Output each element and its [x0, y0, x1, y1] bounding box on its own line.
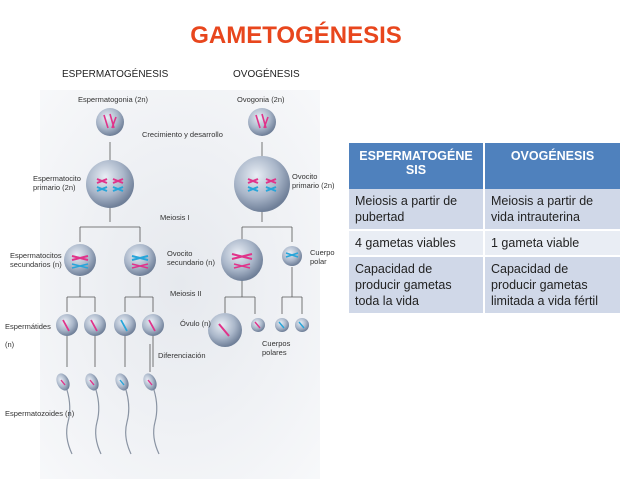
header-ovogenesis: OVOGÉNESIS [233, 69, 300, 80]
table-row: Meiosis a partir de pubertad Meiosis a p… [349, 189, 622, 231]
label-espermatocitos-2: secundarios (n) [10, 260, 62, 269]
label-meiosis-2: Meiosis II [170, 289, 202, 298]
table-cell: Meiosis a partir de vida intrauterina [484, 189, 622, 231]
cuerpo-polar-cell [282, 246, 302, 266]
header-espermatogenesis: ESPERMATOGÉNESIS [62, 69, 169, 80]
espermatocito-primario-cell [86, 160, 134, 208]
label-meiosis-1: Meiosis I [160, 213, 190, 222]
label-cuerpos-polares-1: Cuerpos [262, 339, 291, 348]
table-row: Capacidad de producir gametas toda la vi… [349, 256, 622, 315]
espermatide-cell [114, 314, 136, 336]
label-espermatozoides: Espermatozoides (n) [5, 409, 75, 418]
label-ovocito-sec-1: Ovocito [167, 249, 192, 258]
label-ovulo: Óvulo (n) [180, 319, 211, 328]
label-espermatogonia: Espermatogonia (2n) [78, 95, 149, 104]
label-espermatocitos-1: Espermatocitos [10, 251, 62, 260]
label-diferenciacion: Diferenciación [158, 351, 206, 360]
table-row: 4 gametas viables 1 gameta viable [349, 230, 622, 257]
label-cuerpo-polar-2: polar [310, 257, 327, 266]
table-cell: Capacidad de producir gametas toda la vi… [349, 256, 485, 315]
label-espermatocito-2: primario (2n) [33, 183, 76, 192]
label-espermatides-2: (n) [5, 340, 15, 349]
diagram-background [40, 90, 320, 479]
espermatide-cell [142, 314, 164, 336]
espermatide-cell [84, 314, 106, 336]
cuerpo-polar-small-cell [275, 318, 289, 332]
label-crecimiento: Crecimiento y desarrollo [142, 130, 223, 139]
espermatozoide-cell [56, 373, 73, 455]
table-cell: 4 gametas viables [349, 230, 485, 257]
gametogenesis-diagram: Espermatogonia (2n) Ovogonia (2n) Crecim… [5, 90, 335, 479]
table-cell: Capacidad de producir gametas limitada a… [484, 256, 622, 315]
label-espermatides-1: Espermátides [5, 322, 51, 331]
column-header-espermatogenesis: ESPERMATOGÉNE SIS [349, 143, 485, 189]
ovocito-primario-cell [234, 156, 290, 212]
espermatocito-secundario-cell [124, 244, 156, 276]
espermatogonia-cell [96, 108, 124, 136]
diagram-connectors [66, 142, 303, 372]
espermatozoide-cell [115, 373, 132, 455]
cuerpo-polar-small-cell [251, 318, 265, 332]
espermatozoide-cell [143, 373, 160, 455]
page-title: GAMETOGÉNESIS [190, 22, 402, 49]
label-espermatocito-1: Espermatocito [33, 174, 81, 183]
table-cell: 1 gameta viable [484, 230, 622, 257]
comparison-table: ESPERMATOGÉNE SIS OVOGÉNESIS Meiosis a p… [349, 143, 622, 315]
label-ovogonia: Ovogonia (2n) [237, 95, 285, 104]
espermatide-cell [56, 314, 78, 336]
ovogonia-cell [248, 108, 276, 136]
label-ovocito-2: primario (2n) [292, 181, 335, 190]
label-cuerpo-polar-1: Cuerpo [310, 248, 335, 257]
label-ovocito-1: Ovocito [292, 172, 317, 181]
espermatocito-secundario-cell [64, 244, 96, 276]
ovocito-secundario-cell [221, 239, 263, 281]
ovulo-cell [208, 313, 242, 347]
label-ovocito-sec-2: secundario (n) [167, 258, 215, 267]
table-header-row: ESPERMATOGÉNE SIS OVOGÉNESIS [349, 143, 622, 189]
espermatozoide-cell [85, 373, 102, 455]
table-cell: Meiosis a partir de pubertad [349, 189, 485, 231]
label-cuerpos-polares-2: polares [262, 348, 287, 357]
column-header-ovogenesis: OVOGÉNESIS [484, 143, 622, 189]
cuerpo-polar-small-cell [295, 318, 309, 332]
